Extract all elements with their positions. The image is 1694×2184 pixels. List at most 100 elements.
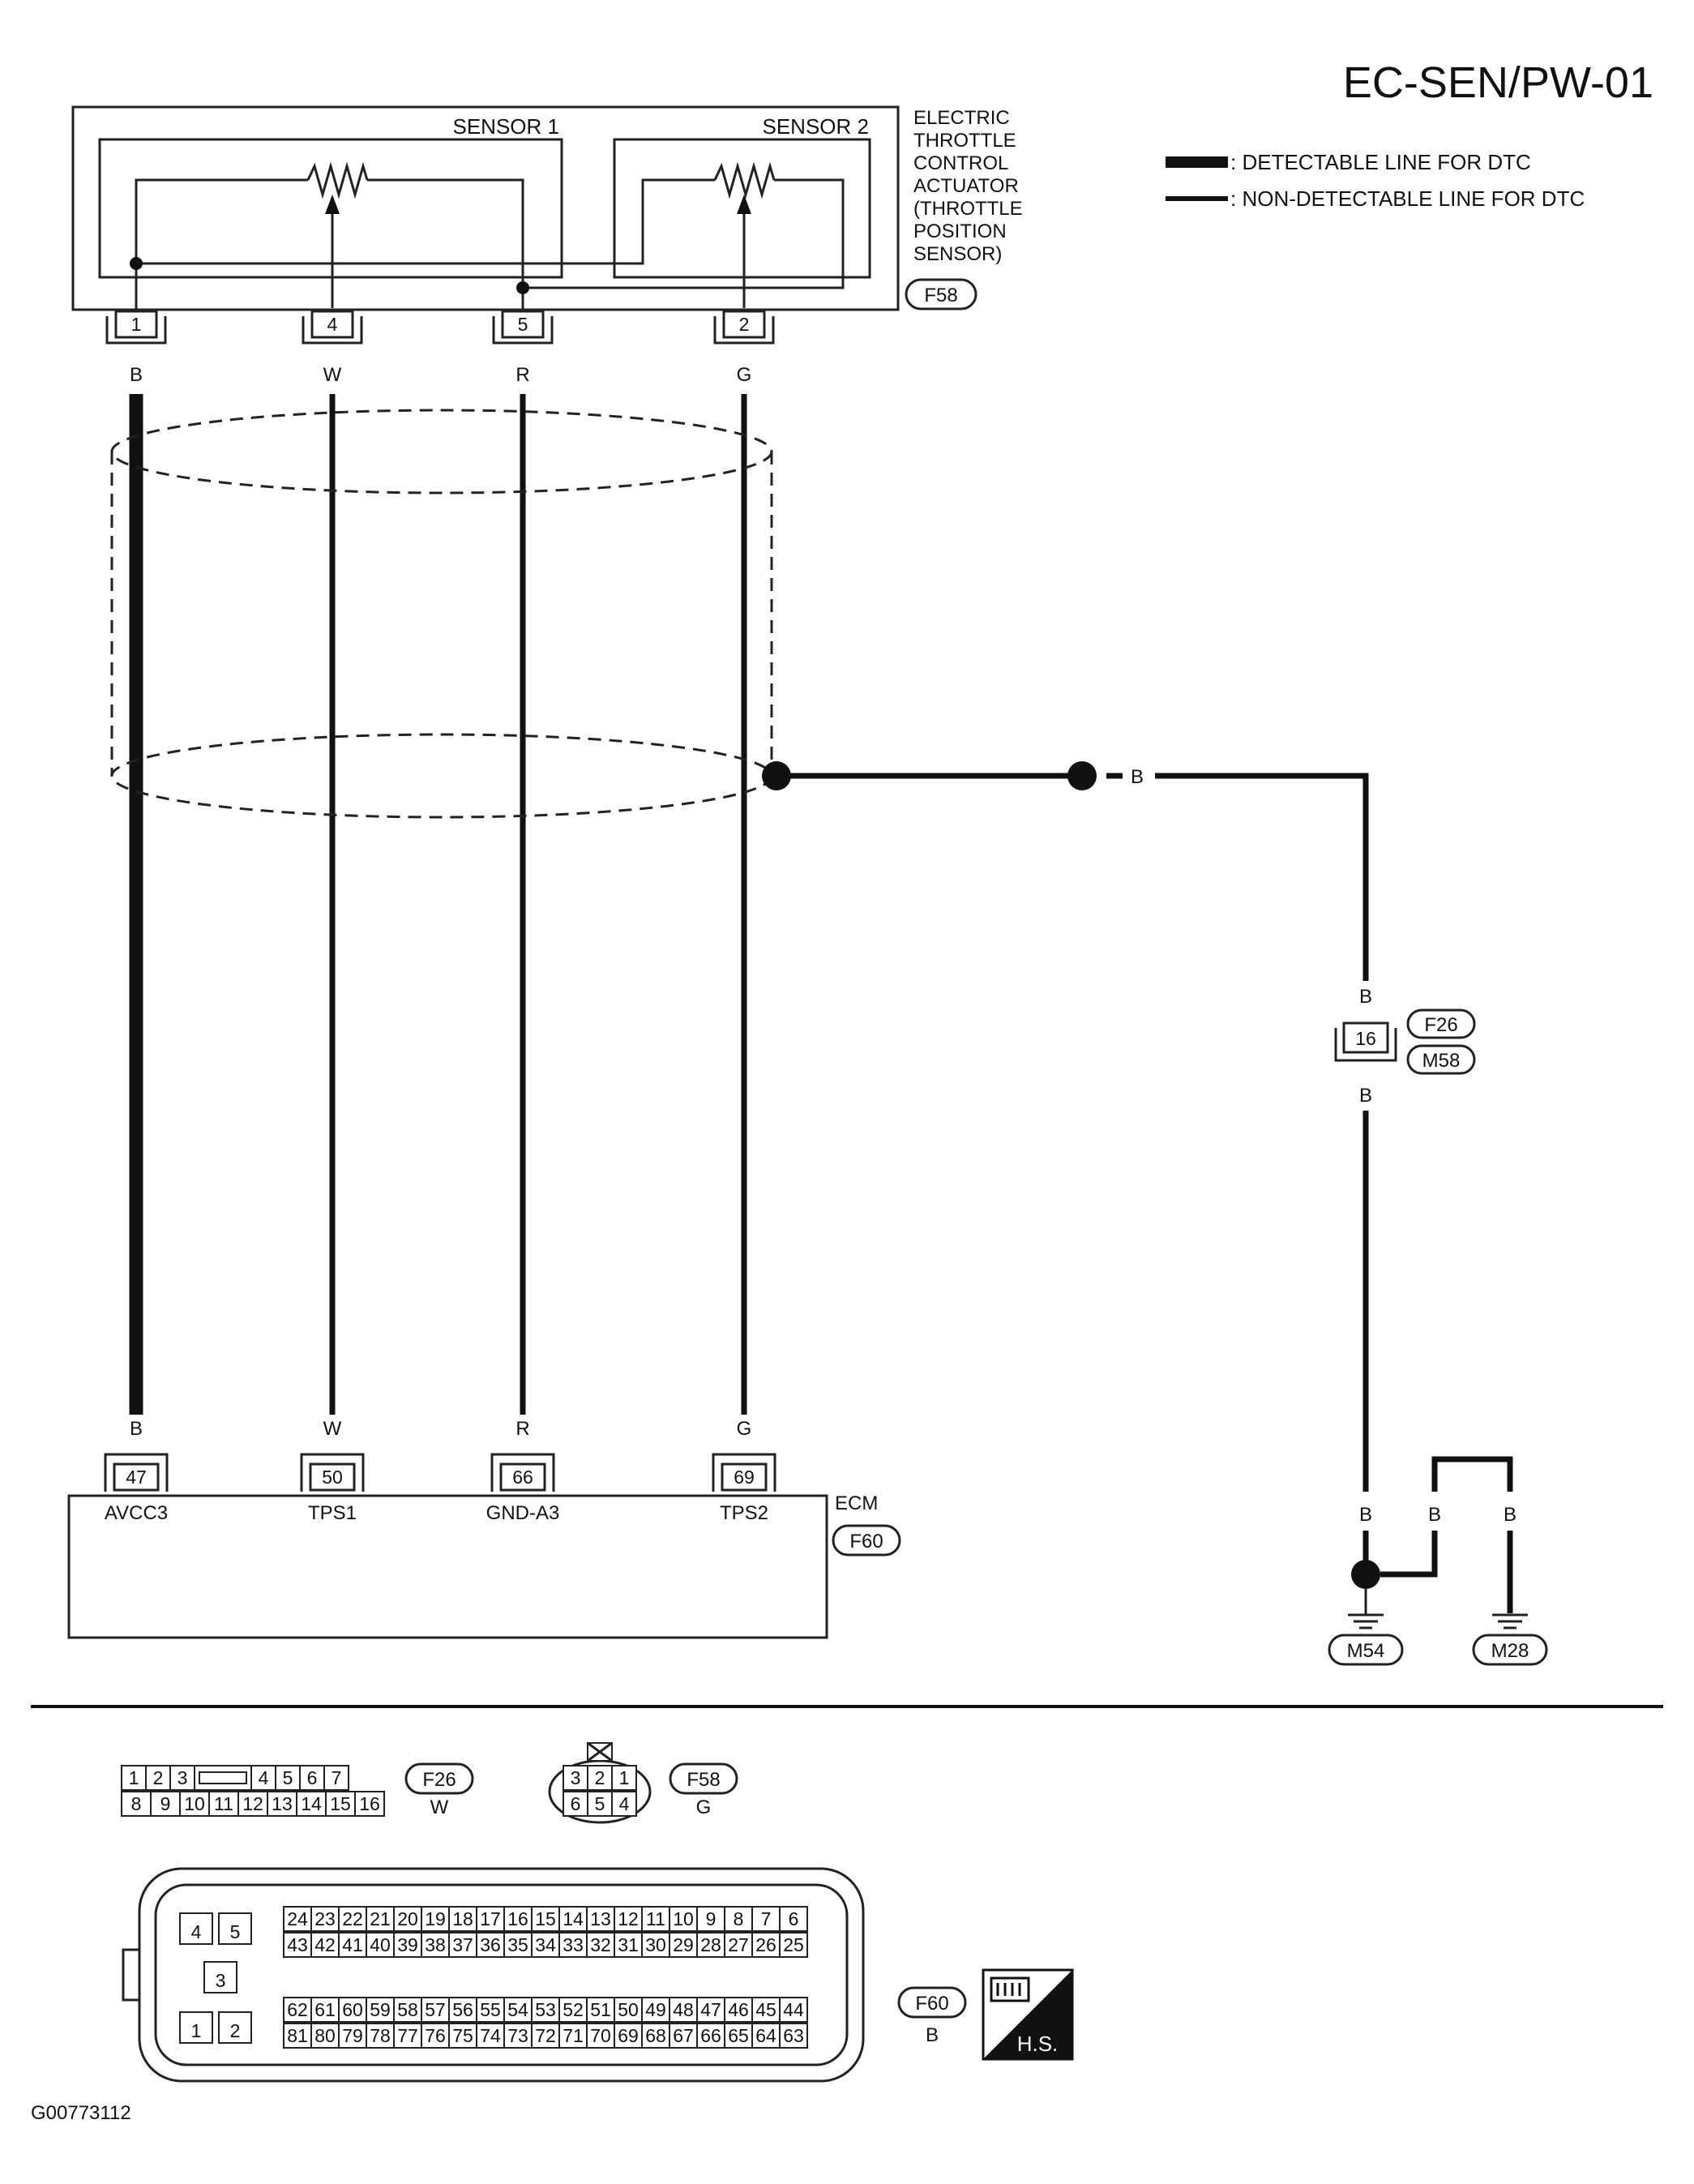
f60-pin-cell: [503, 2023, 533, 2049]
legend-non-detectable-text: : NON-DETECTABLE LINE FOR DTC: [1230, 186, 1585, 211]
joint-connector-top-badge: [1406, 1008, 1476, 1039]
f60-pin: 70: [590, 2025, 611, 2046]
pin-number: 50: [322, 1467, 343, 1488]
f60-pin: 42: [314, 1934, 336, 1955]
f60-pin: 23: [314, 1908, 336, 1929]
f60-pin: 51: [590, 1999, 611, 2020]
actuator-label-0: ELECTRIC: [913, 107, 1010, 129]
pin-tab-frame: [492, 316, 554, 345]
ground-right-id: M28: [1491, 1640, 1529, 1662]
f26-pin: 14: [301, 1793, 322, 1814]
wire-color-top-4: G: [737, 364, 752, 386]
actuator-outline: [71, 105, 900, 311]
f60-pin-cell: [669, 1932, 698, 1958]
wire-color-bottom-4: G: [737, 1418, 752, 1440]
sensor2-wiper-arrow: [737, 195, 751, 214]
actuator-label-3: ACTUATOR: [913, 175, 1019, 197]
f60-pin: 33: [563, 1934, 584, 1955]
f60-pin: 38: [425, 1934, 446, 1955]
f60-pin: 66: [700, 2025, 721, 2046]
f60-pin: 78: [370, 2025, 391, 2046]
f60-pin-cell: [310, 1932, 340, 1958]
f60-pin: 28: [700, 1934, 721, 1955]
shield-top-ellipse: [110, 409, 773, 495]
pin-tab-frame: [300, 1453, 365, 1492]
wire-color-bottom-2: W: [323, 1418, 342, 1440]
grounds: B B B M54 M28: [1328, 1456, 1548, 1666]
f60-pin-cell: [586, 1932, 615, 1958]
f60-pin-cell: [779, 1906, 808, 1932]
sensor1-label: SENSOR 1: [453, 114, 560, 139]
ecm-terminal-tps2: TPS2: [720, 1502, 768, 1524]
f60-pin-cell: [669, 1997, 698, 2023]
f60-pin: 31: [618, 1934, 639, 1955]
shield: [110, 409, 773, 819]
f60-pin-cell: [669, 1906, 698, 1932]
f26-pin: 5: [283, 1767, 293, 1788]
f26-pin-cell: [145, 1765, 171, 1791]
f60-pin-cell: [448, 1932, 477, 1958]
joint-pin: 16: [1355, 1028, 1376, 1049]
harness-side-badge: H.S.: [982, 1968, 1074, 2061]
pin-tab: [114, 310, 158, 339]
wire-color-bottom-3: R: [515, 1418, 529, 1440]
f26-pin: 1: [129, 1767, 139, 1788]
f60-pin: 26: [755, 1934, 776, 1955]
f26-pin: 10: [184, 1793, 205, 1814]
f60-pin: 43: [287, 1934, 308, 1955]
f60-pin: 34: [535, 1934, 556, 1955]
sensor1-box: [98, 138, 563, 279]
f60-connector-id: F60: [915, 1993, 948, 2015]
pin-tab-frame: [302, 316, 363, 345]
sensor-junction-5: [516, 281, 529, 294]
f60-pin: 47: [700, 1999, 721, 2020]
f58-pin-cell: [611, 1791, 637, 1817]
drain-wire-color: B: [1131, 766, 1144, 788]
hs-label: H.S.: [1017, 2032, 1059, 2056]
sensor2-label: SENSOR 2: [763, 114, 870, 139]
joint-pin-tab: [1342, 1021, 1389, 1054]
f60-pin: 49: [645, 1999, 666, 2020]
f60-pin: 46: [728, 1999, 749, 2020]
f60-pin: 72: [535, 2025, 556, 2046]
f60-pin: 22: [342, 1908, 363, 1929]
f58-pin: 6: [571, 1793, 581, 1814]
f60-pin: 27: [728, 1934, 749, 1955]
joint-frame: [1334, 1028, 1397, 1062]
f26-pin: 13: [272, 1793, 293, 1814]
f26-connector-color: W: [430, 1796, 449, 1818]
f60-pin: 11: [646, 1908, 665, 1929]
harness-connector-icon: [990, 1976, 1030, 2002]
f60-pin: 10: [673, 1908, 694, 1929]
f60-pin: 9: [706, 1908, 717, 1929]
legend-detectable-text: : DETECTABLE LINE FOR DTC: [1230, 150, 1531, 174]
f60-pin: 12: [618, 1908, 639, 1929]
sensor1-circuit: [135, 178, 308, 263]
sensor2-resistor: [713, 161, 776, 199]
f60-pin-cell: [179, 2011, 213, 2044]
joint-connector-bottom-badge: [1406, 1044, 1476, 1075]
f26-pin: 12: [242, 1793, 263, 1814]
f60-pin: 73: [507, 2025, 528, 2046]
f60-pin: 50: [618, 1999, 639, 2020]
f26-pin-cell: [325, 1791, 356, 1817]
f58-pin-cell: [611, 1765, 637, 1791]
f60-pin-cell: [203, 1961, 237, 1993]
f26-pin-cell: [354, 1791, 385, 1817]
f26-pin: 2: [153, 1767, 164, 1788]
f26-pin-cell: [323, 1765, 349, 1791]
f60-pin-cell: [696, 1906, 725, 1932]
f60-pin-cell: [779, 1932, 808, 1958]
f60-pin-cell: [218, 2011, 252, 2044]
f60-pin: 2: [230, 2020, 241, 2041]
sensor1-circuit-right: [367, 178, 524, 288]
sensor2-box: [613, 138, 871, 279]
f60-pin-cell: [179, 1912, 213, 1945]
f60-pin: 4: [191, 1921, 202, 1942]
f60-pin: 56: [452, 1999, 473, 2020]
actuator-pin-5: 5: [492, 310, 554, 345]
f60-pin-cell: [421, 1997, 450, 2023]
f26-pin: 8: [131, 1793, 142, 1814]
ecm-terminal-tps1: TPS1: [308, 1502, 357, 1524]
